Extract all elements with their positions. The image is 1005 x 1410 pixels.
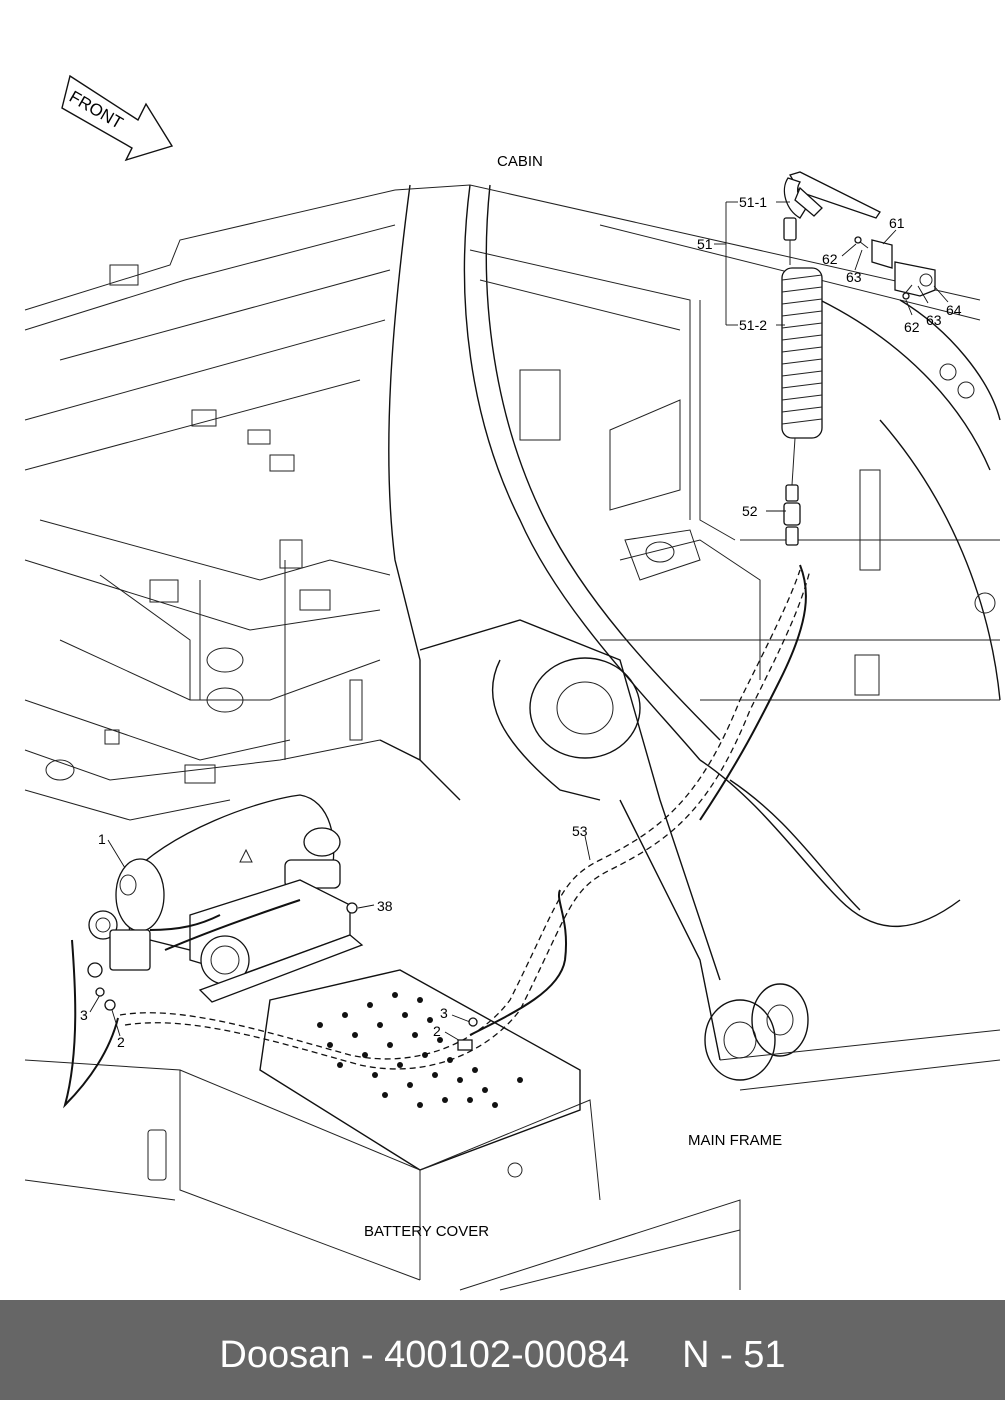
cabin-label: CABIN xyxy=(497,153,543,170)
battery-cover-vent-pattern xyxy=(317,992,523,1108)
air-hose-routing xyxy=(119,564,811,1070)
callout-63-upper: 63 xyxy=(846,269,862,285)
callout-51: 51 xyxy=(697,236,713,252)
callout-leaders xyxy=(89,201,949,1043)
callout-2-left: 2 xyxy=(117,1034,125,1050)
callout-51-1: 51-1 xyxy=(739,194,767,210)
part-number-caption: Doosan - 400102-00084 N - 51 xyxy=(219,1334,786,1376)
callout-1: 1 xyxy=(98,831,106,847)
air-compressor-assembly xyxy=(63,794,364,1109)
callout-53: 53 xyxy=(572,823,588,839)
gun-holder-bracket xyxy=(854,236,936,300)
callout-61: 61 xyxy=(889,215,905,231)
callout-62-upper: 62 xyxy=(822,251,838,267)
coil-hose xyxy=(781,267,823,439)
callout-3-left: 3 xyxy=(80,1007,88,1023)
front-arrow-icon: FRONT xyxy=(61,74,174,162)
air-gun-coil-hose xyxy=(781,171,881,546)
fastener-hardware xyxy=(95,902,478,1051)
main-frame-area: MAIN FRAME xyxy=(459,1132,782,1291)
callout-62-lower: 62 xyxy=(904,319,920,335)
callout-64: 64 xyxy=(946,302,962,318)
parts-diagram: FRONT CABIN xyxy=(24,74,1001,1291)
cabin-structure: CABIN xyxy=(388,153,1001,761)
exploded-view-drawing: FRONT CABIN xyxy=(24,74,1001,1291)
callout-38: 38 xyxy=(377,898,393,914)
callout-2-right: 2 xyxy=(433,1023,441,1039)
callout-52: 52 xyxy=(742,503,758,519)
footer-bar: Doosan - 400102-00084 N - 51 xyxy=(0,1300,1005,1400)
battery-cover-label: BATTERY COVER xyxy=(364,1223,489,1240)
main-frame-label: MAIN FRAME xyxy=(688,1132,782,1149)
upper-frame-structure xyxy=(24,189,396,821)
callout-3-right: 3 xyxy=(440,1005,448,1021)
main-frame-boom-support xyxy=(379,619,1001,1091)
callout-51-2: 51-2 xyxy=(739,317,767,333)
callout-numbers: 51 51-1 51-2 52 53 61 62 63 62 63 64 1 3… xyxy=(80,194,962,1050)
battery-cover: BATTERY COVER xyxy=(24,969,601,1281)
callout-63-lower: 63 xyxy=(926,312,942,328)
